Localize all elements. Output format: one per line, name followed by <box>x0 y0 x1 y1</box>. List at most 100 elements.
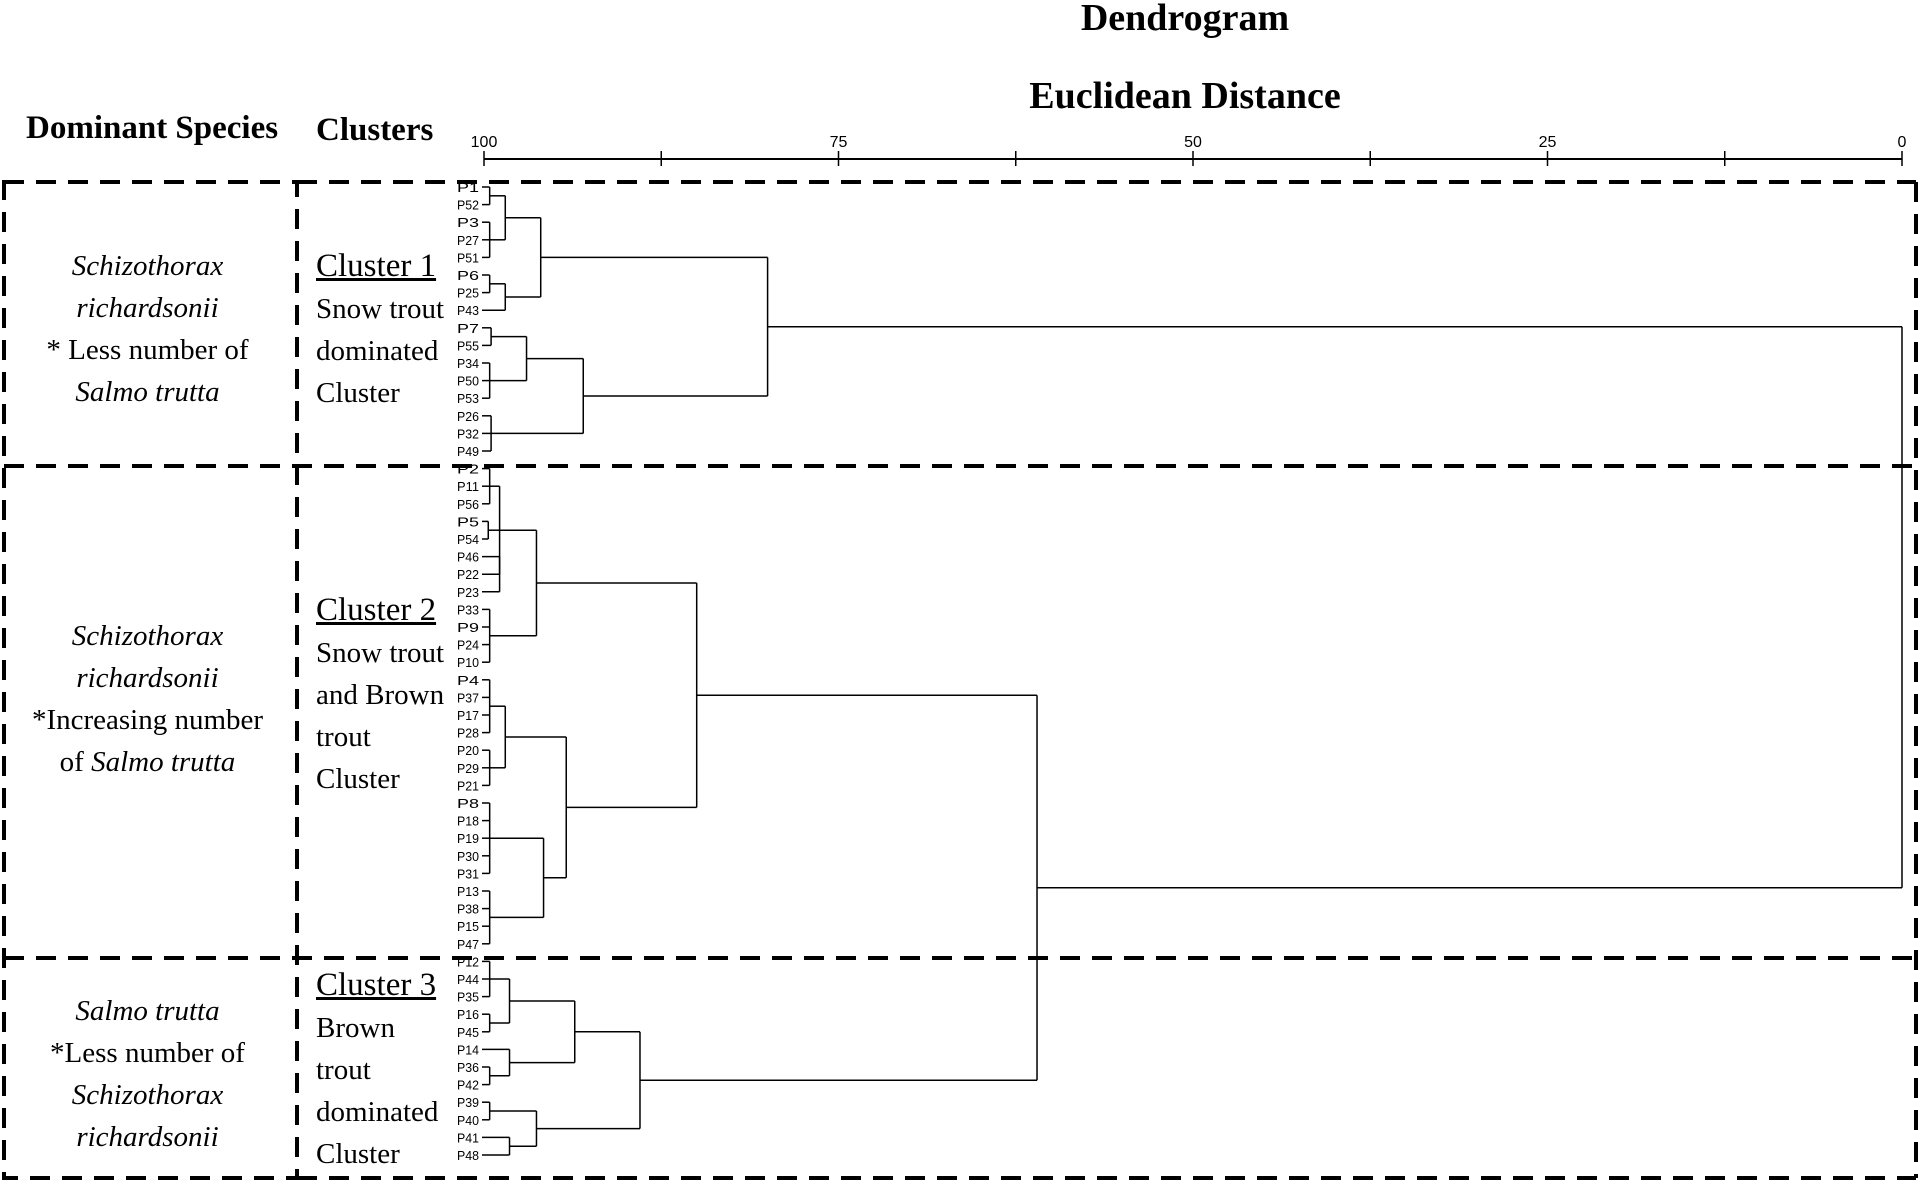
leaf-label: P17 <box>457 708 479 723</box>
leaf-label: P31 <box>457 866 479 881</box>
leaf-label: P43 <box>457 303 479 318</box>
cluster-description-line: Cluster <box>316 377 400 409</box>
species-line: richardsonii <box>0 287 295 329</box>
leaf-label: P26 <box>457 409 479 424</box>
species-line: Salmo trutta <box>0 990 295 1032</box>
species-text: Schizothorax <box>71 620 224 652</box>
cluster-description-line: Cluster <box>316 763 400 795</box>
axis-tick-label: 25 <box>1539 134 1557 151</box>
cluster-description-line: Cluster <box>316 1138 400 1170</box>
species-text: richardsonii <box>76 1121 219 1153</box>
cluster-description-line: Brown <box>316 1012 395 1044</box>
species-text-italic: Salmo trutta <box>91 746 236 778</box>
cluster-description-line: Snow trout <box>316 637 445 669</box>
leaf-label: P25 <box>457 286 479 301</box>
cluster-description-line: dominated <box>316 335 439 367</box>
header-clusters: Clusters <box>316 112 434 148</box>
leaf-label: P27 <box>457 233 479 248</box>
cluster-description-line: trout <box>316 721 371 753</box>
axis-tick-label: 0 <box>1898 134 1907 151</box>
leaf-label: P51 <box>457 250 479 265</box>
species-text: *Increasing number <box>31 704 264 736</box>
species-text: richardsonii <box>76 292 219 324</box>
leaf-label: P53 <box>457 391 479 406</box>
leaf-label: P2 <box>457 462 479 477</box>
leaf-label: P28 <box>457 726 479 741</box>
leaf-label: P10 <box>457 655 479 670</box>
axis-tick-label: 75 <box>830 134 848 151</box>
species-box <box>2 180 299 1180</box>
leaf-label: P41 <box>457 1130 479 1145</box>
cluster-description-line: Snow trout <box>316 293 445 325</box>
leaf-label: P16 <box>457 1007 479 1022</box>
leaf-label: P36 <box>457 1060 479 1075</box>
cluster-name: Cluster 3 <box>316 967 437 1003</box>
species-text: Salmo trutta <box>75 376 220 408</box>
leaf-label: P42 <box>457 1078 479 1093</box>
leaf-label: P54 <box>457 532 479 547</box>
species-line: Schizothorax <box>0 1074 295 1116</box>
species-description: Salmo trutta *Less number of Schizothorax r… <box>0 990 295 1158</box>
leaf-label: P44 <box>457 972 479 987</box>
species-line: *Increasing number <box>0 699 295 741</box>
species-text: of <box>59 746 92 778</box>
species-description: Schizothorax richardsonii * Less number of… <box>0 245 295 413</box>
species-line: richardsonii <box>0 1116 295 1158</box>
species-line: Schizothorax <box>0 615 295 657</box>
species-text: Schizothorax <box>71 250 224 282</box>
leaf-label: P37 <box>457 690 479 705</box>
leaf-label: P18 <box>457 814 479 829</box>
species-line: of Salmo trutta <box>0 741 295 783</box>
species-line: * Less number of <box>0 329 295 371</box>
leaf-label: P48 <box>457 1148 479 1163</box>
chart-title: Dendrogram <box>1080 0 1290 39</box>
leaf-label: P5 <box>457 514 479 529</box>
leaf-label: P52 <box>457 198 479 213</box>
leaf-label: P35 <box>457 990 479 1005</box>
leaf-label: P6 <box>457 268 479 283</box>
leaf-label: P46 <box>457 550 479 565</box>
leaf-label: P11 <box>457 479 479 494</box>
leaf-label: P50 <box>457 374 479 389</box>
leaf-label: P8 <box>457 796 479 811</box>
leaf-label: P32 <box>457 426 479 441</box>
axis-label: Euclidean Distance <box>1029 75 1341 117</box>
species-text: *Less number of <box>50 1037 245 1069</box>
leaf-label: P20 <box>457 743 479 758</box>
leaf-label: P47 <box>457 937 479 952</box>
cluster-name: Cluster 1 <box>316 248 437 284</box>
leaf-label: P7 <box>457 321 479 336</box>
axis-tick-label: 100 <box>471 134 498 151</box>
leaf-label: P45 <box>457 1025 479 1040</box>
species-text: * Less number of <box>46 334 249 366</box>
leaf-label: P15 <box>457 919 479 934</box>
species-line: richardsonii <box>0 657 295 699</box>
species-line: *Less number of <box>0 1032 295 1074</box>
axis-tick-label: 50 <box>1184 134 1202 151</box>
leaf-label: P29 <box>457 761 479 776</box>
leaf-label: P19 <box>457 831 479 846</box>
cluster-description-line: trout <box>316 1054 371 1086</box>
species-text: Schizothorax <box>71 1079 224 1111</box>
species-description: Schizothorax richardsonii *Increasing numb… <box>0 615 295 783</box>
species-text: Salmo trutta <box>75 995 220 1027</box>
leaf-label: P23 <box>457 585 479 600</box>
leaf-label: P14 <box>457 1042 479 1057</box>
leaf-label: P49 <box>457 444 479 459</box>
leaf-label: P55 <box>457 338 479 353</box>
leaf-label: P24 <box>457 638 479 653</box>
cluster-name: Cluster 2 <box>316 592 437 628</box>
leaf-label: P21 <box>457 778 479 793</box>
species-line: Schizothorax <box>0 245 295 287</box>
leaf-label: P39 <box>457 1095 479 1110</box>
leaf-label: P22 <box>457 567 479 582</box>
leaf-label: P38 <box>457 902 479 917</box>
leaf-label: P40 <box>457 1113 479 1128</box>
species-line: Salmo trutta <box>0 371 295 413</box>
leaf-label: P9 <box>457 620 479 635</box>
leaf-label: P33 <box>457 602 479 617</box>
